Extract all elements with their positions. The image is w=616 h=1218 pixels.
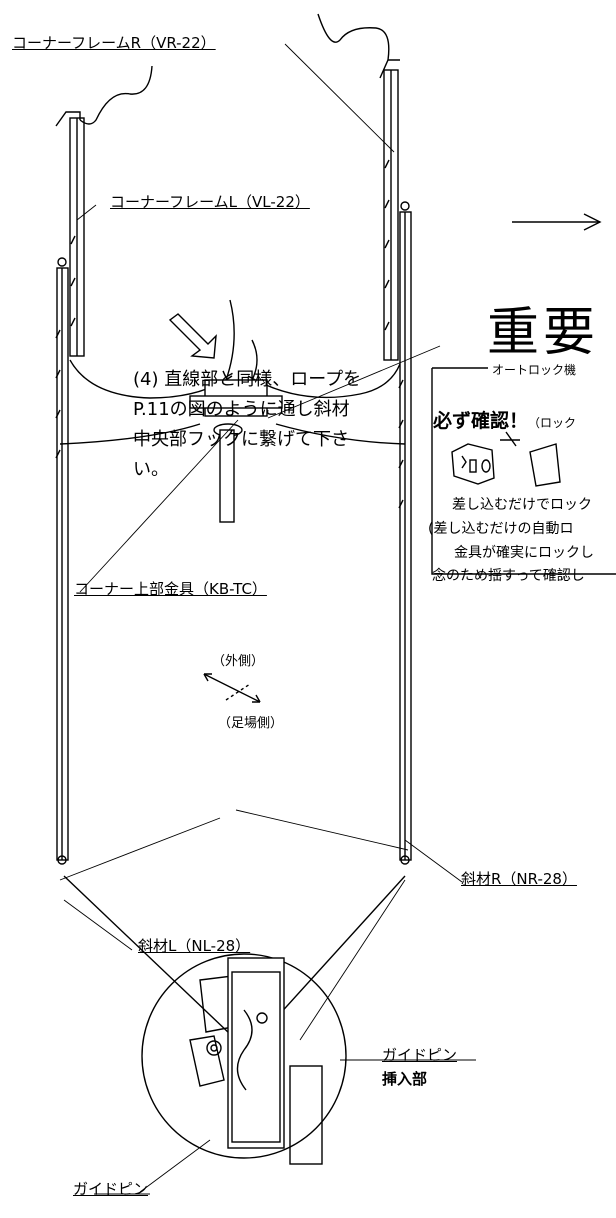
label-brace-r: 斜材R（NR-28）	[461, 870, 577, 888]
label-corner-frame-l: コーナーフレームL（VL-22）	[110, 193, 310, 211]
important-line-1: 差し込むだけでロック	[452, 497, 592, 513]
note-line-1: (4) 直線部と同様、ロープを	[133, 369, 362, 390]
label-brace-l: 斜材L（NL-28）	[138, 937, 251, 955]
important-line-2: (差し込むだけの自動ロ	[428, 521, 574, 537]
frame-hooks	[55, 159, 404, 509]
label-guide-pin-insert-2: 挿入部	[382, 1070, 428, 1088]
label-outside: （外側）	[212, 654, 265, 669]
note-line-4: い。	[133, 459, 169, 480]
corner-top-bracket-drawing	[189, 299, 283, 523]
important-box	[431, 367, 616, 575]
label-guide-pin: ガイドピン	[73, 1180, 149, 1198]
corner-frame-l	[55, 65, 153, 865]
hollow-arrow	[168, 313, 217, 359]
lock-illustration	[451, 431, 561, 487]
label-corner-frame-r: コーナーフレームR（VR-22）	[12, 34, 216, 52]
auto-lock-label: オートロック機	[492, 363, 577, 377]
important-heading: 重要	[487, 303, 600, 363]
label-guide-pin-insert: ガイドピン	[382, 1046, 458, 1064]
lock-paren: （ロック	[528, 416, 577, 430]
label-corner-top-bracket: コーナー上部金具（KB-TC）	[74, 580, 267, 598]
must-check-text: 必ず確認！	[433, 410, 529, 432]
corner-frame-r	[317, 13, 412, 865]
important-line-4: 念のため揺すって確認し	[432, 568, 585, 584]
label-scaffold-side: （足場側）	[218, 716, 284, 731]
important-line-3: 金具が確実にロックし	[454, 545, 594, 561]
note-line-2: P.11の図のように通し斜材	[133, 399, 350, 420]
direction-arrows	[203, 673, 261, 703]
instruction-note: (4) 直線部と同様、ロープを P.11の図のように通し斜材 中央部フックに繋げ…	[133, 365, 368, 485]
must-check: 必ず確認！（ロック	[433, 406, 576, 433]
note-line-3: 中央部フックに繋げて下さ	[133, 429, 349, 450]
guide-pin-detail	[141, 953, 347, 1165]
